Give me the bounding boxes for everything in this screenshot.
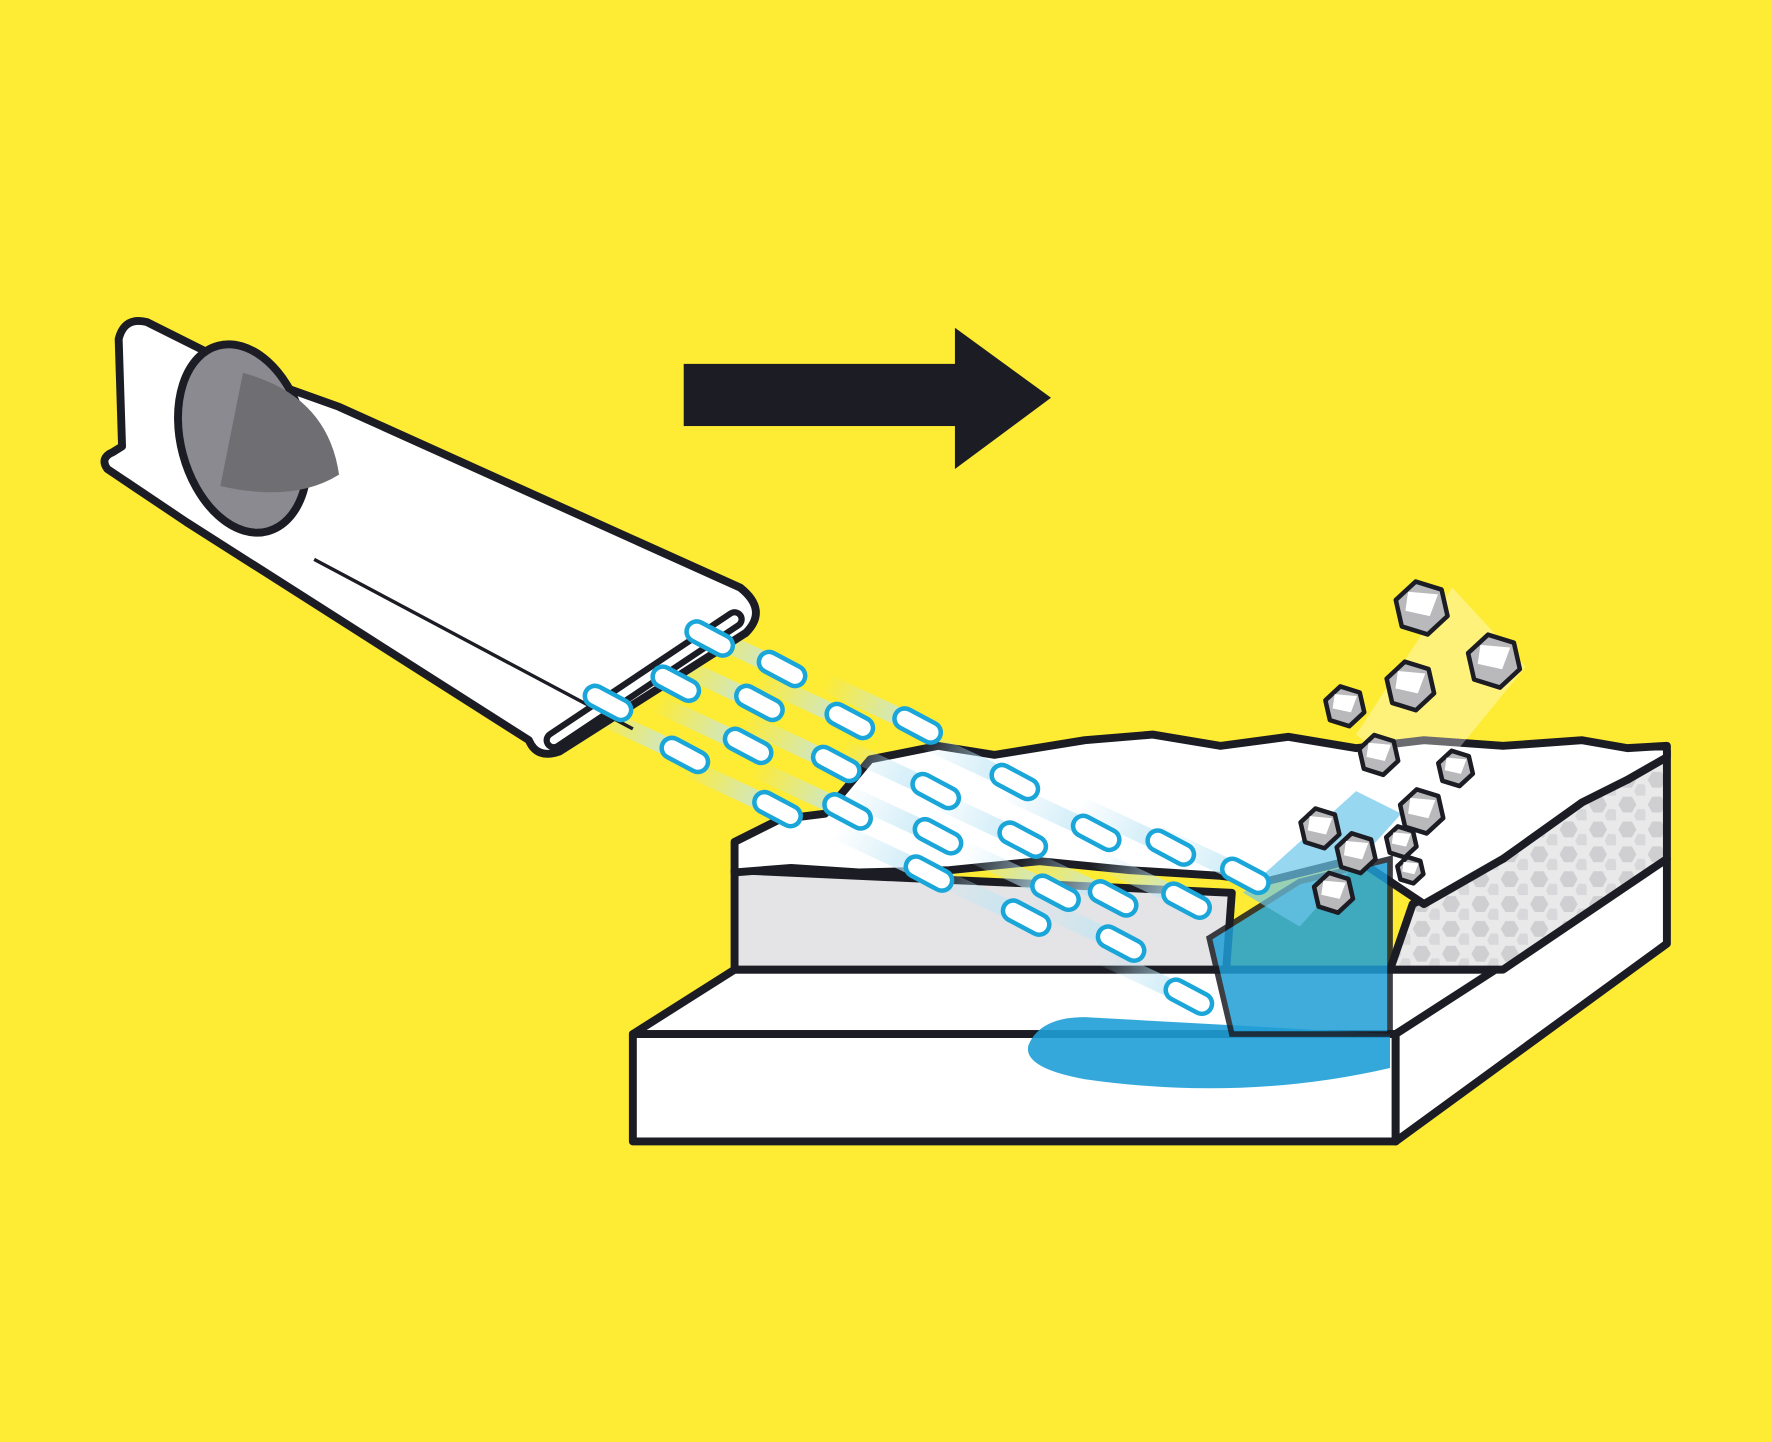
air-streak: [1090, 849, 1181, 905]
debris-chunk-highlight: [1391, 832, 1411, 847]
air-streak: [751, 760, 842, 815]
pellet: [1087, 879, 1139, 918]
pellet: [756, 649, 808, 689]
air-streak: [918, 730, 1009, 786]
debris-chunk-highlight: [1332, 694, 1358, 713]
arrow-right-icon: [683, 327, 1051, 469]
pellet: [1030, 873, 1081, 913]
pellet: [722, 726, 774, 766]
pellet: [824, 701, 876, 741]
air-streak: [821, 674, 912, 729]
pellet: [659, 735, 711, 775]
debris-chunk-highlight: [1321, 880, 1346, 899]
ice-cut-area: [1027, 791, 1402, 1089]
dry-ice-pellets: [582, 619, 1271, 1017]
debris-chunk-highlight: [1408, 797, 1436, 819]
pellet: [734, 683, 785, 723]
pellet: [582, 683, 634, 723]
air-streak: [959, 841, 1050, 897]
pellet: [912, 816, 964, 856]
air-streak: [841, 785, 932, 840]
debris-chunk-highlight: [1395, 671, 1426, 694]
pellet: [810, 744, 862, 784]
pellet: [1163, 977, 1215, 1017]
pellet: [1219, 856, 1271, 896]
air-streak: [1092, 945, 1183, 1001]
debris-chunk-highlight: [1405, 591, 1438, 617]
pellet: [1145, 828, 1197, 867]
debris-chunk-highlight: [1343, 841, 1369, 860]
pellet: [684, 619, 736, 658]
debris-chunks: [1298, 579, 1526, 915]
air-streak: [1025, 892, 1115, 948]
pellet: [910, 771, 962, 811]
pellet: [997, 820, 1049, 859]
debris-chunk-highlight: [1402, 862, 1419, 875]
pellet: [1095, 924, 1147, 963]
debris-chunk-highlight: [1366, 742, 1391, 762]
air-nozzle: [100, 317, 760, 758]
air-streak: [832, 822, 923, 877]
air-streak: [740, 712, 830, 768]
pellet: [1000, 898, 1052, 937]
air-streak: [753, 669, 844, 725]
debris-chunk-highlight: [1307, 816, 1333, 835]
pellet: [1161, 881, 1213, 921]
pellet: [1070, 813, 1122, 853]
air-streak: [1017, 847, 1107, 902]
debris-chunk-highlight: [1477, 644, 1511, 670]
pellet: [903, 854, 955, 893]
debris-chunk-highlight: [1444, 757, 1467, 774]
pellet: [752, 789, 803, 829]
pellet: [892, 706, 944, 745]
air-streak: [652, 694, 742, 750]
pellet: [822, 792, 873, 831]
air-streak: [1074, 796, 1165, 851]
pellet: [650, 664, 702, 704]
air-streak: [839, 739, 930, 795]
pellet: [989, 762, 1041, 802]
